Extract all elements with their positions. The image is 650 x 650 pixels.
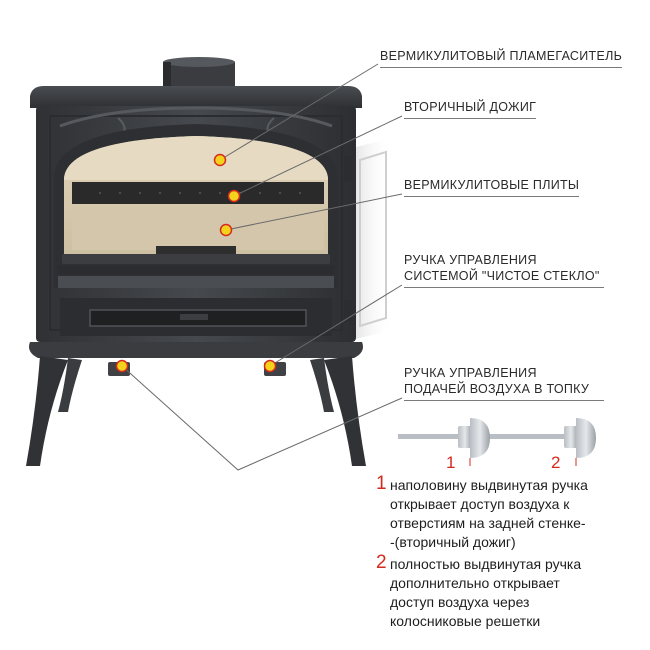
label-underline [380, 67, 623, 68]
stove-base [26, 342, 366, 466]
stove-top [30, 86, 362, 108]
label-air-supply-handle: РУЧКА УПРАВЛЕНИЯ ПОДАЧЕЙ ВОЗДУХА В ТОПКУ [404, 365, 604, 401]
marker-clean-glass-handle [263, 359, 277, 373]
position-2-label: 2 [551, 453, 560, 472]
position-1-label: 1 [446, 453, 455, 472]
label-underline [404, 400, 604, 401]
label-air-supply-line2: ПОДАЧЕЙ ВОЗДУХА В ТОПКУ [404, 382, 590, 396]
note-1-line: отверстиям на задней стенке- [390, 515, 586, 531]
note-2-line: дополнительно открывает [390, 575, 560, 591]
note-2-line: колосниковые решетки [390, 613, 541, 629]
markers [115, 153, 277, 373]
note-1-line: -(вторичный дожиг) [390, 534, 516, 550]
label-underline [404, 118, 537, 119]
marker-secondary-burn [227, 189, 241, 203]
handle-positions-illustration: 1 2 [398, 418, 596, 472]
label-plates-text: ВЕРМИКУЛИТОВЫЕ ПЛИТЫ [404, 178, 580, 192]
label-flame-baffle: ВЕРМИКУЛИТОВЫЙ ПЛАМЕГАСИТЕЛЬ [380, 49, 623, 68]
note-2-number: 2 [376, 552, 387, 573]
label-secondary-burn: ВТОРИЧНЫЙ ДОЖИГ [404, 100, 537, 119]
ash-drawer [60, 298, 332, 336]
note-position-2: 2 полностью выдвинутая ручка дополнитель… [376, 553, 582, 631]
open-door-ghost [352, 138, 392, 340]
leader-lines [121, 63, 403, 471]
label-underline [404, 287, 604, 288]
marker-plates [219, 223, 233, 237]
burn-holes [99, 192, 301, 194]
note-2-line: полностью выдвинутая ручка [390, 556, 582, 572]
label-clean-glass-line1: РУЧКА УПРАВЛЕНИЯ [404, 253, 537, 267]
note-2-line: доступ воздуха через [390, 594, 530, 610]
label-clean-glass-line2: СИСТЕМОЙ "ЧИСТОЕ СТЕКЛО" [404, 269, 600, 283]
note-1-line: открывает доступ воздуха к [390, 496, 570, 512]
label-underline [404, 196, 580, 197]
note-1-line: наполовину выдвинутая ручка [390, 477, 588, 493]
label-air-supply-line1: РУЧКА УПРАВЛЕНИЯ [404, 366, 537, 380]
door-window [54, 124, 338, 288]
label-plates: ВЕРМИКУЛИТОВЫЕ ПЛИТЫ [404, 178, 580, 197]
label-flame-baffle-text: ВЕРМИКУЛИТОВЫЙ ПЛАМЕГАСИТЕЛЬ [380, 49, 623, 63]
flue-collar [163, 57, 235, 86]
note-position-1: 1 наполовину выдвинутая ручка открывает … [376, 474, 588, 552]
note-1-number: 1 [376, 473, 387, 494]
label-clean-glass-handle: РУЧКА УПРАВЛЕНИЯ СИСТЕМОЙ "ЧИСТОЕ СТЕКЛО… [404, 252, 604, 288]
label-secondary-burn-text: ВТОРИЧНЫЙ ДОЖИГ [404, 100, 537, 114]
marker-flame-baffle [213, 153, 227, 167]
marker-air-handle [115, 359, 129, 373]
